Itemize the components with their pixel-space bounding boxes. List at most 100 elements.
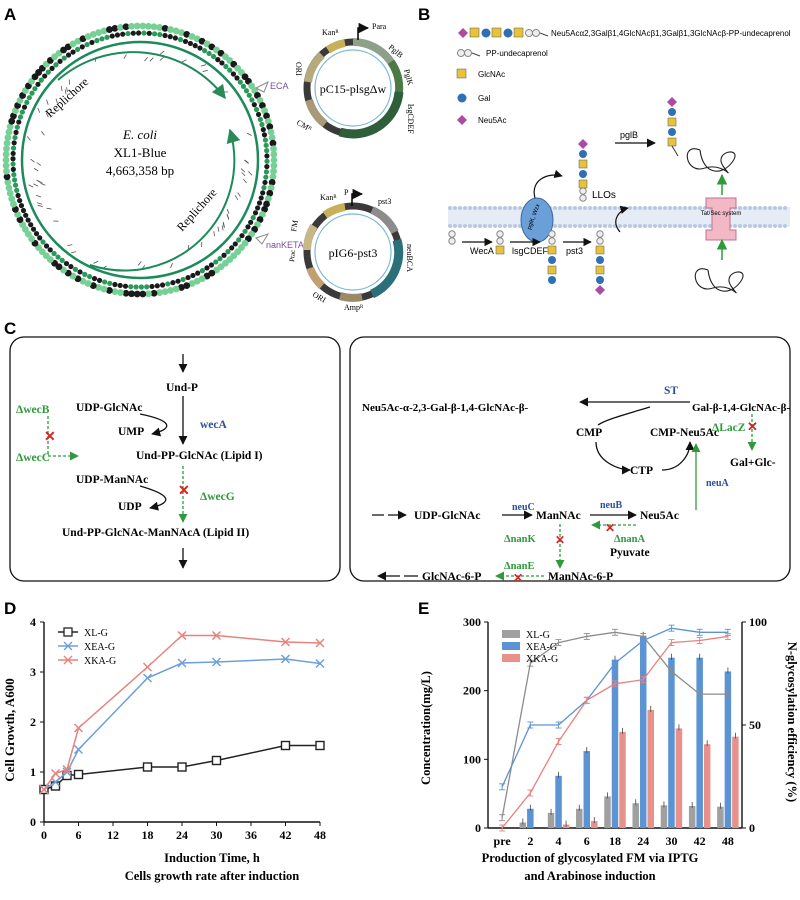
gene-dot — [48, 247, 53, 252]
plasmid2-fm-segment — [307, 226, 314, 250]
e-bar-XEA-G — [555, 776, 562, 828]
lipid-head — [758, 206, 762, 210]
undecaprenol-icon — [533, 30, 540, 37]
gene-dot — [77, 269, 82, 274]
gene-dot — [13, 130, 18, 135]
lipid-head — [488, 206, 492, 210]
undecaprenol-icon — [458, 50, 465, 57]
d-legend-marker — [64, 628, 72, 636]
lipid-head — [553, 206, 557, 210]
gene-dot — [10, 161, 15, 166]
d-y-tick-label: 1 — [30, 765, 36, 779]
gene-dot — [35, 82, 40, 87]
gene-dot — [131, 31, 136, 36]
gene-dot — [261, 185, 266, 190]
gene-dot — [155, 283, 160, 288]
e-bar-XEA-G — [640, 636, 647, 828]
lipid-head — [603, 224, 607, 228]
lipid-head — [478, 224, 482, 228]
genome-inner-ring — [22, 42, 258, 278]
gene-dot — [264, 164, 269, 169]
plasmid2-label-kan: Kanᴿ — [320, 193, 337, 202]
lipid-head — [503, 206, 507, 210]
cmp-to-ctp-arrow — [596, 442, 630, 470]
e-x-tick-label: 18 — [609, 834, 621, 848]
gene-dot — [73, 267, 78, 272]
neub-enzyme: neuB — [600, 500, 623, 511]
gene-dot — [183, 39, 188, 44]
gene-dot — [13, 183, 18, 188]
d-point — [52, 770, 60, 778]
legend-label-1: PP-undecaprenol — [486, 49, 548, 58]
undecaprenol-icon — [580, 188, 586, 194]
lipid-head — [753, 224, 757, 228]
lipid-head — [588, 206, 592, 210]
lipid-head — [763, 224, 767, 228]
gene-dot — [152, 31, 157, 36]
gene-dot — [261, 127, 266, 132]
lipid-head — [558, 224, 562, 228]
lipid-head — [618, 206, 622, 210]
lipid-head — [758, 224, 762, 228]
gene-tick — [47, 208, 52, 209]
pyuvate: Pyuvate — [610, 547, 650, 559]
gene-tick — [38, 108, 40, 113]
gene-tick — [41, 131, 44, 135]
gene-dot — [82, 272, 87, 277]
d-xlabel: Induction Time, h — [164, 851, 260, 865]
lipid-head — [448, 206, 452, 210]
e-y-tick-label: 100 — [463, 752, 481, 766]
lipid-head — [453, 224, 457, 228]
lipid-head — [513, 224, 517, 228]
lipid-head — [683, 206, 687, 210]
ctp-to-cmp-neu5ac-arrow — [662, 442, 690, 470]
gene-dot — [217, 256, 222, 261]
gene-tick — [67, 245, 72, 246]
yellow-square-icon — [514, 28, 523, 37]
delta-lacz: ΔLacZ — [712, 422, 746, 434]
gene-dot — [251, 215, 256, 220]
undecaprenol-tail-icon — [540, 33, 548, 36]
d-y-tick-label: 0 — [30, 815, 36, 829]
e-x-tick-label: 2 — [527, 834, 533, 848]
plasmid1-label-cm: CMᴿ — [295, 118, 314, 134]
gene-dot — [231, 71, 236, 76]
gene-tick — [243, 179, 246, 183]
lipid-head — [743, 224, 747, 228]
gene-dot — [207, 51, 212, 56]
gene-dot — [264, 153, 269, 158]
e-y2-tick-label: 0 — [749, 821, 755, 835]
delta-wecc: ΔwecC — [16, 452, 50, 464]
gene-dot — [22, 105, 27, 110]
e-bar-XKA-G — [676, 728, 683, 828]
yellow-square-icon — [457, 69, 466, 78]
lipid-head — [578, 224, 582, 228]
gene-tick — [150, 58, 153, 62]
gene-dot — [20, 109, 25, 114]
glcnac-icon — [496, 246, 504, 254]
e-y2-tick-label: 50 — [749, 718, 761, 732]
e-bar-XEA-G — [668, 658, 675, 828]
lipid-head — [663, 224, 667, 228]
gene-tick — [61, 86, 62, 91]
plasmid1-label-lsgcdef: lsgCDEF — [406, 104, 415, 134]
blue-circle-icon — [504, 29, 513, 38]
e-legend-swatch — [502, 642, 520, 650]
gene-dot — [68, 264, 73, 269]
blue-circle-icon — [458, 94, 467, 103]
e-x-tick-label: pre — [494, 834, 512, 848]
panel-label-a: A — [4, 5, 16, 24]
gene-dot — [12, 177, 17, 182]
lipid-head — [618, 224, 622, 228]
gene-dot — [64, 261, 69, 266]
gene-tick — [222, 225, 223, 230]
gene-dot — [257, 200, 262, 205]
e-bar-XL-G — [576, 809, 583, 828]
gene-tick — [138, 261, 141, 265]
gene-dot — [133, 284, 138, 289]
e-x-tick-label: 24 — [637, 834, 649, 848]
lipid-head — [578, 206, 582, 210]
e-legend-swatch — [502, 654, 520, 662]
gene-dot — [27, 95, 32, 100]
